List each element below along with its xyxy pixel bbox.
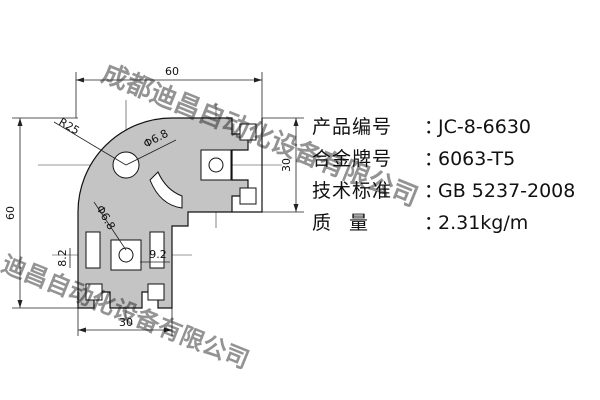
spec-label: 质量 xyxy=(312,212,387,234)
spec-separator: ： xyxy=(424,212,444,234)
corner-cavity xyxy=(149,171,183,209)
spec-row-product-code: 产品编号 ： JC-8-6630 xyxy=(312,112,594,144)
dim-left: 60 xyxy=(4,117,78,309)
bottom-slot-2 xyxy=(147,283,165,301)
top-slot-1 xyxy=(239,123,257,141)
dim-bottom-label: 30 xyxy=(119,316,133,329)
spec-value: 6063-T5 xyxy=(438,148,516,170)
spec-label: 技术标准 xyxy=(312,180,393,202)
spec-label: 产品编号 xyxy=(312,116,393,138)
slot-height-label: 8.2 xyxy=(56,249,69,267)
top-slot-2 xyxy=(239,187,257,205)
dim-left-label: 60 xyxy=(4,206,17,220)
spec-separator: ： xyxy=(424,148,444,170)
right-core-hole xyxy=(208,157,224,173)
spec-panel: 产品编号 ： JC-8-6630 合金牌号 ： 6063-T5 技术标准 ： G… xyxy=(312,112,594,240)
spec-value: GB 5237-2008 xyxy=(438,180,576,202)
spec-row-alloy: 合金牌号 ： 6063-T5 xyxy=(312,144,594,176)
spec-value: JC-8-6630 xyxy=(438,116,532,138)
spec-separator: ： xyxy=(424,180,444,202)
slot-width-label: 9.2 xyxy=(149,248,167,261)
inner-slot xyxy=(149,231,165,269)
spec-value: 2.31kg/m xyxy=(438,212,529,234)
dim-top: 60 xyxy=(75,65,263,118)
spec-row-weight: 质量 ： 2.31kg/m xyxy=(312,208,594,240)
aluminum-profile xyxy=(77,117,263,309)
left-slot xyxy=(85,231,101,269)
bottom-slot-1 xyxy=(85,283,103,301)
spec-separator: ： xyxy=(424,116,444,138)
dim-top-label: 60 xyxy=(165,65,179,78)
spec-row-standard: 技术标准 ： GB 5237-2008 xyxy=(312,176,594,208)
bottom-core-hole xyxy=(118,247,134,263)
dim-bottom: 30 xyxy=(77,308,173,336)
radius-label: R25 xyxy=(57,115,82,137)
dim-right: 30 xyxy=(262,117,304,213)
spec-label: 合金牌号 xyxy=(312,148,393,170)
dim-right-label: 30 xyxy=(280,158,293,172)
